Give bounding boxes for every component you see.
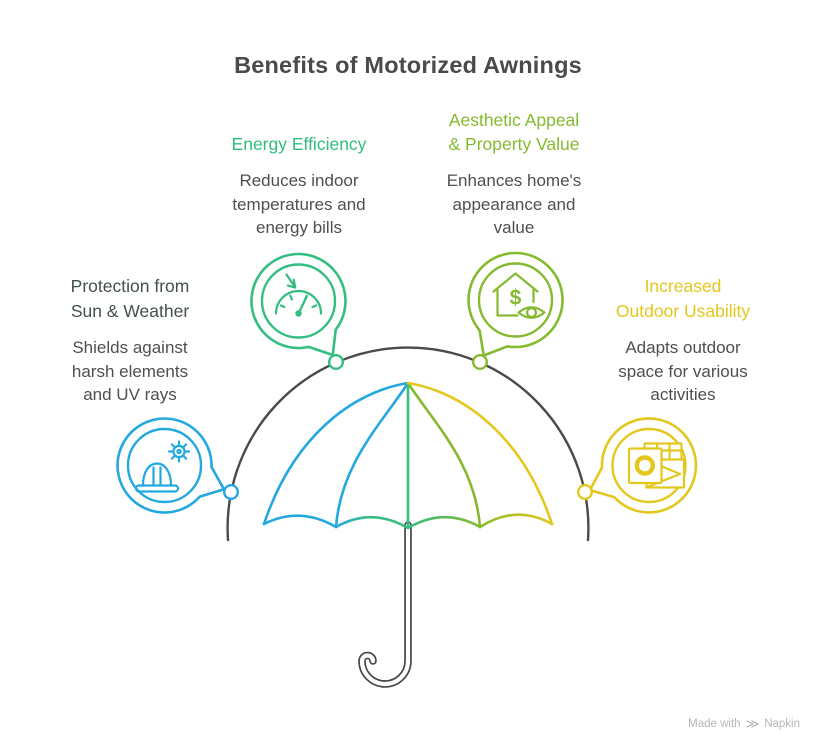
- connector-dot-protection: [222, 484, 239, 501]
- bubble-inner-ring: [477, 262, 554, 338]
- benefit-heading-protection: Protection from Sun & Weather: [70, 276, 190, 321]
- speech-bubble-outline: [116, 417, 226, 514]
- benefit-heading-outdoor-usability: Increased Outdoor Usability: [615, 276, 751, 321]
- umbrella-outline-arc: [226, 346, 590, 542]
- bubble-inner-ring: [126, 427, 203, 504]
- benefit-body-outdoor-usability: Adapts outdoor space for various activit…: [618, 338, 748, 404]
- photo-icon: [627, 447, 663, 485]
- bubble-inner-ring: [611, 427, 687, 504]
- hard-hat-gear-icon: [116, 417, 226, 514]
- canopy-left-edge: [262, 381, 410, 526]
- umbrella-canopy: [262, 381, 554, 530]
- napkin-logo-icon: ≫: [745, 716, 760, 731]
- benefit-heading-aesthetic-appeal: Aesthetic Appeal & Property Value: [448, 110, 580, 154]
- benefit-body-energy-efficiency: Reduces indoor temperatures and energy b…: [232, 171, 366, 237]
- umbrella-handle: [358, 521, 412, 688]
- gauge-icon: [274, 289, 323, 317]
- gear-icon: [167, 440, 191, 463]
- connector-dot-energy: [328, 354, 345, 371]
- bubble-inner-ring: [260, 263, 337, 339]
- house-dollar-eye-icon: $: [467, 251, 564, 357]
- gauge-decrease-icon: [250, 252, 347, 357]
- canopy-scallop-2: [334, 516, 410, 530]
- photo-grid-envelope-icon: [588, 417, 698, 514]
- benefit-body-aesthetic-appeal: Enhances home's appearance and value: [446, 171, 582, 237]
- canopy-rib-left: [334, 381, 410, 529]
- made-with-label: Made with: [688, 717, 741, 730]
- eye-icon: [517, 306, 546, 319]
- benefit-body-protection: Shields against harsh elements and UV ra…: [71, 338, 189, 404]
- page-title: Benefits of Motorized Awnings: [234, 52, 582, 78]
- speech-bubble-outline: [467, 251, 564, 357]
- canopy-scallop-4: [478, 513, 554, 529]
- speech-bubble-outline: [250, 252, 347, 357]
- dollar-sign: $: [510, 287, 522, 310]
- connector-dot-aesthetic: [472, 354, 489, 371]
- connector-dot-outdoor: [577, 484, 594, 501]
- watermark: Made with ≫ Napkin: [688, 717, 800, 730]
- house-icon: [492, 272, 539, 317]
- benefit-heading-energy-efficiency: Energy Efficiency: [231, 134, 367, 154]
- canopy-rib-right: [406, 381, 482, 529]
- hard-hat-icon: [134, 462, 180, 493]
- canopy-scallop-1: [262, 514, 338, 529]
- canopy-right-edge: [406, 381, 554, 526]
- canopy-scallop-3: [406, 516, 482, 530]
- brand-label: Napkin: [764, 717, 800, 730]
- down-arrow-icon: [285, 273, 297, 289]
